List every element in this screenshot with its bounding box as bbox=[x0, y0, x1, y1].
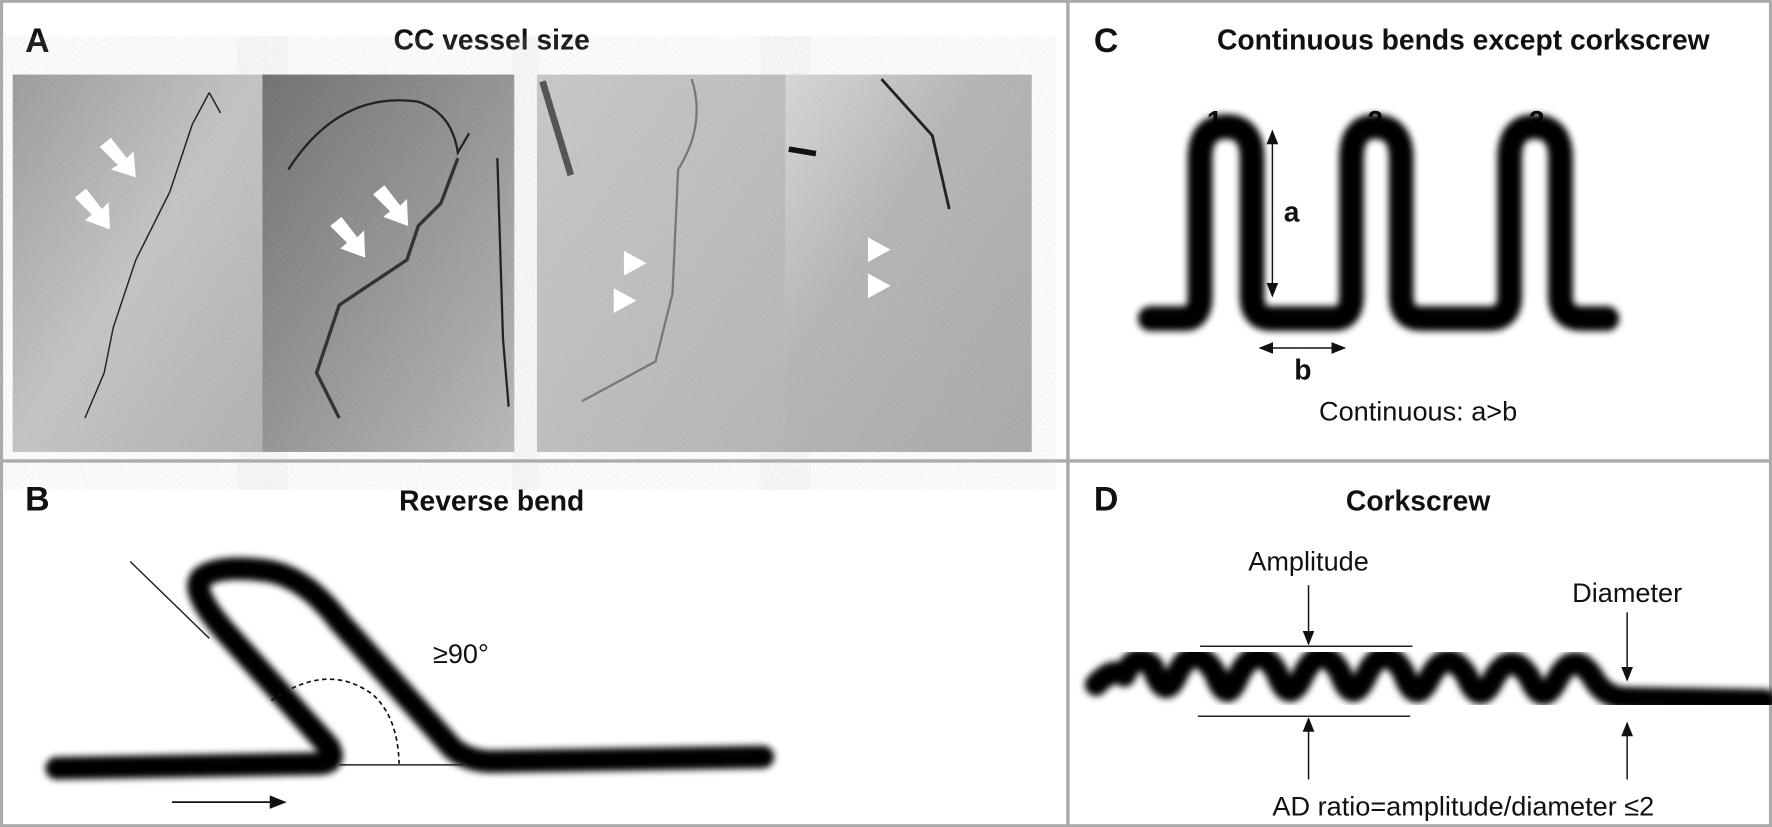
angiogram-1 bbox=[12, 74, 263, 452]
arrowhead-icon bbox=[867, 273, 891, 299]
panel-letter: B bbox=[25, 481, 49, 519]
panel-title: CC vessel size bbox=[394, 24, 590, 56]
arrowhead-icon bbox=[867, 237, 891, 263]
angiogram-2 bbox=[262, 74, 515, 452]
amplitude-label: Amplitude bbox=[1248, 546, 1369, 577]
arrowhead-icon bbox=[623, 250, 647, 276]
corkscrew-vessel bbox=[1084, 645, 1772, 712]
panel-a: A CC vessel size bbox=[12, 22, 1032, 452]
angle-arc bbox=[270, 678, 400, 764]
arrow-icon bbox=[373, 185, 409, 226]
panel-b: B Reverse bend ≥90° bbox=[25, 481, 775, 809]
diameter-label: Diameter bbox=[1572, 577, 1682, 608]
white-arrow-markers bbox=[74, 137, 891, 313]
panel-letter: A bbox=[25, 22, 49, 60]
label-a: a bbox=[1284, 195, 1300, 227]
panel-d: D Corkscrew Amplitude Diameter AD ratio=… bbox=[1084, 481, 1772, 822]
caption: Continuous: a>b bbox=[1319, 395, 1517, 426]
reverse-bend-vessel bbox=[45, 557, 775, 780]
panel-letter: C bbox=[1094, 22, 1118, 60]
angle-label: ≥90° bbox=[433, 638, 489, 669]
angiogram-4 bbox=[785, 74, 1032, 452]
ad-ratio-caption: AD ratio=amplitude/diameter ≤2 bbox=[1272, 791, 1654, 822]
arrowhead-icon bbox=[613, 288, 637, 313]
continuous-bends-vessel bbox=[1137, 114, 1620, 332]
arrow-icon bbox=[99, 137, 136, 178]
panel-title: Reverse bend bbox=[399, 485, 584, 517]
angiogram-3 bbox=[536, 74, 786, 452]
arrow-icon bbox=[74, 188, 110, 230]
panel-letter: D bbox=[1094, 481, 1118, 519]
panel-c: C Continuous bends except corkscrew 1 2 … bbox=[1094, 22, 1711, 426]
panel-title: Corkscrew bbox=[1346, 485, 1491, 517]
tangent-line bbox=[129, 560, 210, 639]
arrow-icon bbox=[330, 216, 366, 258]
label-b: b bbox=[1294, 354, 1311, 386]
panel-title: Continuous bends except corkscrew bbox=[1217, 24, 1711, 56]
